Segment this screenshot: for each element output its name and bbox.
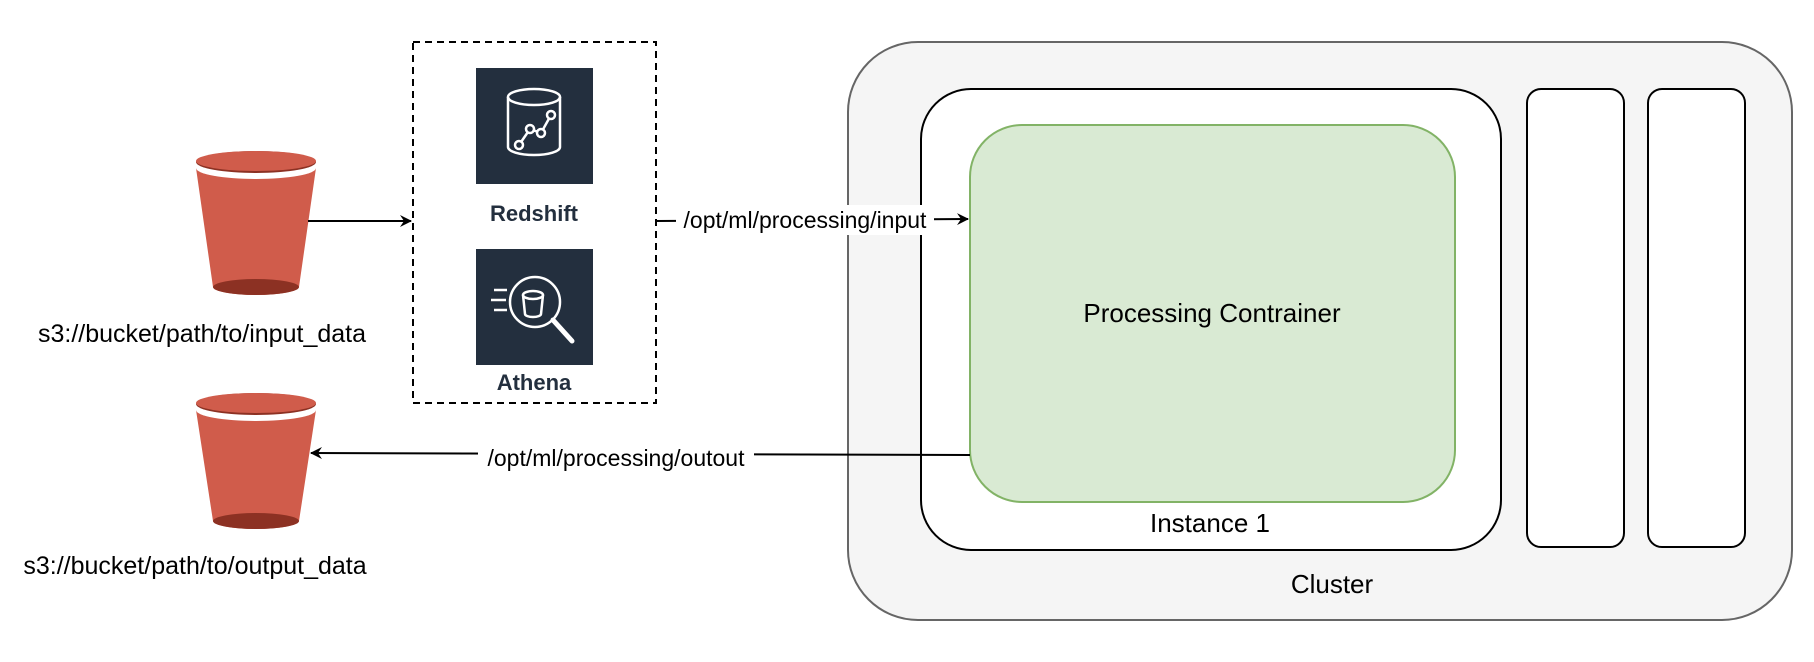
instance-label: Instance 1 [1150,508,1270,538]
redshift-icon [476,68,593,184]
instance-2-box [1526,88,1625,548]
redshift-label: Redshift [490,201,579,226]
output-bucket-label: s3://bucket/path/to/output_data [23,552,366,580]
input-path-label: /opt/ml/processing/input [684,207,928,233]
services-group [412,41,657,404]
input-bucket-label: s3://bucket/path/to/input_data [38,320,366,348]
processing-container-box [969,124,1456,503]
athena-label: Athena [497,370,572,395]
processing-container-label: Processing Contrainer [1083,298,1341,328]
s3-bucket-icon [196,151,316,295]
s3-bucket-icon [196,393,316,529]
cluster-label: Cluster [1291,569,1374,599]
athena-icon [476,249,593,365]
instance-3-box [1647,88,1746,548]
output-path-label: /opt/ml/processing/outout [488,445,746,471]
